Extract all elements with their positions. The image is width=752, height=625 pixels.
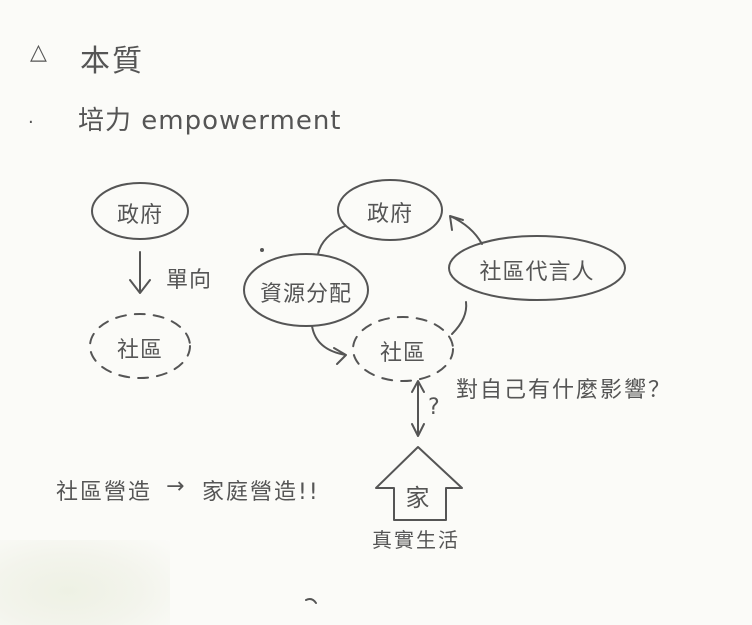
question-mark: ?	[428, 395, 442, 420]
house-outline	[375, 446, 463, 521]
arc-spokesperson-to-government	[449, 215, 483, 245]
left-government-bubble	[91, 182, 189, 240]
heading-bullet: △	[30, 40, 49, 65]
resource-allocation-bubble	[243, 253, 369, 327]
paper-stain	[0, 540, 170, 625]
bottom-note-arrow: →	[166, 474, 187, 499]
arc-resources-to-community	[311, 325, 347, 365]
home-label: 家	[405, 484, 431, 512]
arc-government-to-resources	[317, 225, 346, 255]
left-government-label: 政府	[116, 203, 163, 228]
right-government-bubble	[337, 179, 443, 241]
spokesperson-label: 社區代言人	[479, 260, 595, 285]
bottom-note-right: 家庭營造!!	[202, 480, 320, 505]
left-down-arrow	[129, 251, 151, 294]
subheading-text: 培力 empowerment	[78, 106, 342, 136]
right-government-label: 政府	[366, 202, 413, 227]
stray-mark	[305, 598, 317, 604]
stray-dot	[260, 248, 264, 252]
left-community-label: 社區	[116, 338, 163, 363]
bottom-note-left: 社區營造	[56, 480, 153, 505]
heading-title: 本質	[80, 44, 144, 79]
impact-question: 對自己有什麼影響？	[456, 378, 673, 403]
arc-community-to-spokesperson	[451, 301, 468, 335]
double-arrow	[411, 380, 425, 437]
home-caption: 真實生活	[372, 528, 460, 552]
left-arrow-label: 單向	[166, 268, 213, 293]
spokesperson-bubble	[448, 235, 626, 301]
right-community-label: 社區	[379, 341, 426, 366]
resource-allocation-label: 資源分配	[259, 282, 352, 307]
left-community-bubble	[89, 313, 191, 379]
subheading-bullet: ·	[28, 112, 35, 133]
right-community-bubble	[352, 316, 454, 382]
